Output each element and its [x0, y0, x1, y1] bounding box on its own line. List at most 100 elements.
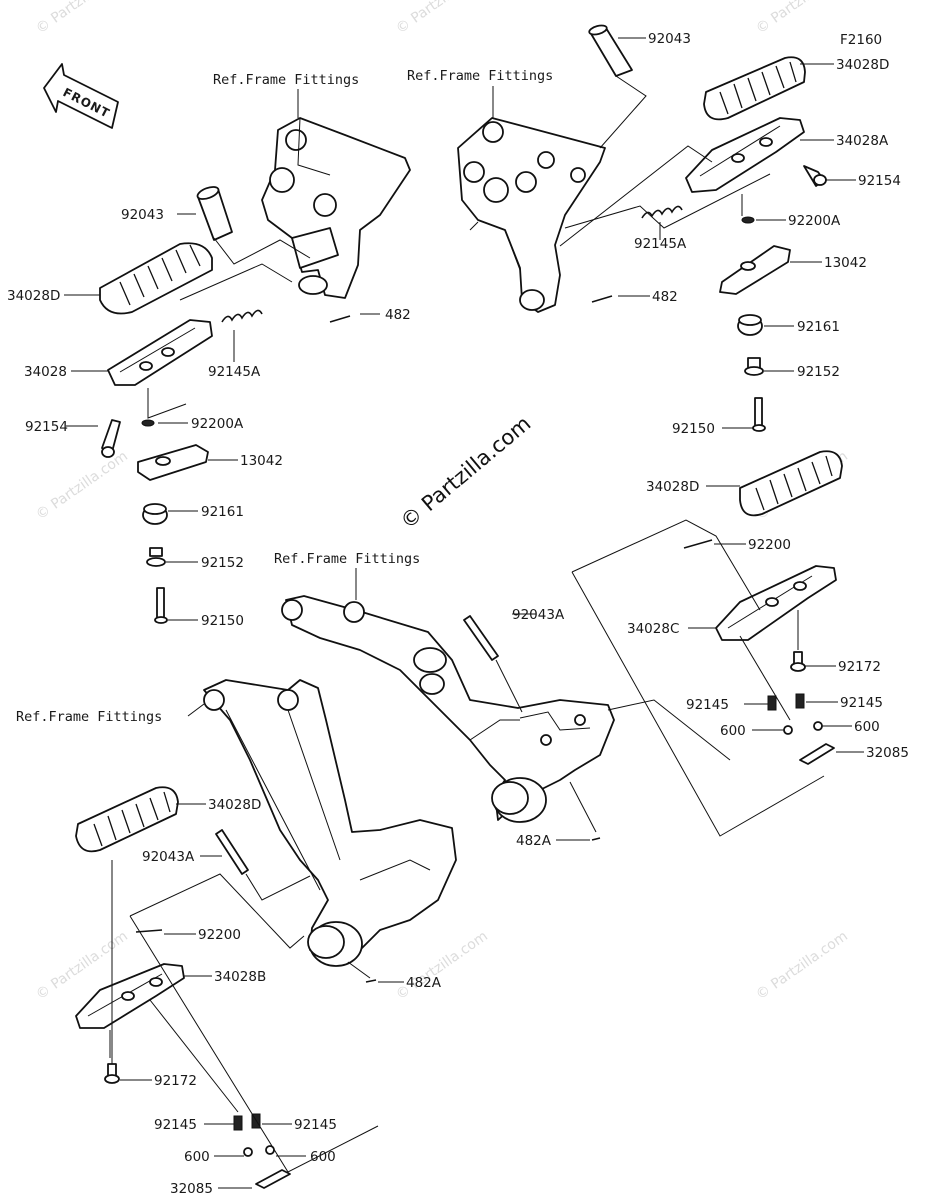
plunger-32085-l — [255, 1169, 291, 1189]
pin-92043A-c — [463, 615, 499, 661]
washer-92200A-r — [741, 216, 755, 224]
front-right-bracket — [457, 117, 606, 313]
watermark: © Partzilla.com — [393, 0, 491, 37]
part-label: 13042 — [240, 453, 283, 469]
ref-frame-fittings-label: Ref.Frame Fittings — [407, 68, 553, 84]
footpeg-rubber-34028D-fr — [703, 56, 806, 121]
collar-92152-l — [149, 547, 163, 557]
plate-13042-r — [719, 245, 791, 295]
part-label: 92043A — [512, 607, 565, 623]
part-label: 92172 — [154, 1073, 197, 1089]
part-label: 92154 — [25, 419, 68, 435]
part-label: 92161 — [201, 504, 244, 520]
pin-482-l — [329, 315, 351, 323]
part-label: 92043A — [142, 849, 195, 865]
part-label: 92145 — [840, 695, 883, 711]
part-label: 92154 — [858, 173, 901, 189]
part-label: 34028D — [7, 288, 60, 304]
part-label: 600 — [184, 1149, 210, 1165]
rear-right-footrest-assembly — [281, 450, 864, 841]
pin-482A-b — [365, 979, 377, 983]
part-label: 92145A — [634, 236, 687, 252]
part-label: 92043 — [648, 31, 691, 47]
part-label: 92043 — [121, 207, 164, 223]
part-label: 92150 — [672, 421, 715, 437]
front-left-bracket — [261, 117, 411, 299]
footpeg-34028 — [107, 319, 213, 386]
watermark: © Partzilla.com — [33, 448, 131, 523]
part-label: 92200A — [788, 213, 841, 229]
ball-600-r2 — [813, 721, 823, 731]
footpeg-34028C — [715, 565, 837, 641]
ball-600-l1 — [243, 1147, 253, 1157]
part-label: 34028D — [208, 797, 261, 813]
part-label: 600 — [310, 1149, 336, 1165]
ref-frame-fittings-label: Ref.Frame Fittings — [274, 551, 420, 567]
part-label: 34028B — [214, 969, 266, 985]
ball-600-r1 — [783, 725, 793, 735]
plunger-32085-r — [799, 743, 835, 765]
copyright-text: © Partzilla.com — [396, 411, 536, 534]
part-label: 32085 — [170, 1181, 213, 1197]
watermark: © Partzilla.com — [753, 928, 851, 1003]
rear-left-footrest-assembly — [75, 679, 457, 1189]
watermark: © Partzilla.com — [33, 0, 131, 37]
spring-92145-r2 — [795, 693, 805, 709]
part-label: 92150 — [201, 613, 244, 629]
part-label: 92172 — [838, 659, 881, 675]
rear-right-bracket — [281, 595, 615, 823]
part-label: 92145 — [686, 697, 729, 713]
footpeg-34028A — [685, 117, 805, 193]
part-label: 92152 — [201, 555, 244, 571]
washer-92200A-l — [141, 419, 155, 427]
part-label: 92152 — [797, 364, 840, 380]
part-label: 482A — [516, 833, 552, 849]
footpeg-rubber-34028D-fl — [99, 242, 213, 315]
footpeg-rubber-34028D-rl — [75, 786, 179, 853]
part-label: 34028 — [24, 364, 67, 380]
ref-frame-fittings-label: Ref.Frame Fittings — [16, 709, 162, 725]
bolt-92150-r — [754, 397, 763, 427]
part-label: 92145 — [294, 1117, 337, 1133]
footpeg-34028B — [75, 963, 185, 1029]
footpeg-rubber-34028D-rr — [739, 450, 843, 517]
part-label: 13042 — [824, 255, 867, 271]
part-label: 92145A — [208, 364, 261, 380]
part-label: 34028D — [646, 479, 699, 495]
diagram-code: F2160 — [840, 32, 882, 48]
part-label: 92145 — [154, 1117, 197, 1133]
part-label: 92200 — [198, 927, 241, 943]
spring-92145A-r — [641, 205, 683, 219]
ref-frame-fittings-label: Ref.Frame Fittings — [213, 72, 359, 88]
part-label: 92161 — [797, 319, 840, 335]
front-left-footrest-assembly — [64, 117, 411, 624]
part-label: 34028A — [836, 133, 889, 149]
part-label: 482 — [385, 307, 411, 323]
pin-92043A-l — [215, 829, 249, 875]
spring-92145A-l — [221, 309, 263, 323]
plate-13042-l — [137, 444, 209, 481]
part-label: 482 — [652, 289, 678, 305]
front-arrow: FRONT — [43, 63, 119, 129]
part-label: 34028D — [836, 57, 889, 73]
watermark: © Partzilla.com — [393, 928, 491, 1003]
spring-92145-l1 — [233, 1115, 243, 1131]
watermark: © Partzilla.com — [753, 0, 851, 37]
bolt-92150-l — [156, 587, 165, 619]
rear-left-bracket — [203, 679, 457, 967]
part-label: 600 — [854, 719, 880, 735]
part-label: 600 — [720, 723, 746, 739]
part-label: 92200 — [748, 537, 791, 553]
part-label: 92200A — [191, 416, 244, 432]
pin-482A-c — [591, 837, 601, 841]
part-label: 482A — [406, 975, 442, 991]
pin-92200-r — [683, 539, 713, 549]
spring-92145-r1 — [767, 695, 777, 711]
part-label: 34028C — [627, 621, 679, 637]
pin-482-r — [591, 295, 613, 303]
part-label: 32085 — [866, 745, 909, 761]
front-right-footrest-assembly — [457, 24, 856, 432]
pin-92200-l — [135, 929, 163, 933]
